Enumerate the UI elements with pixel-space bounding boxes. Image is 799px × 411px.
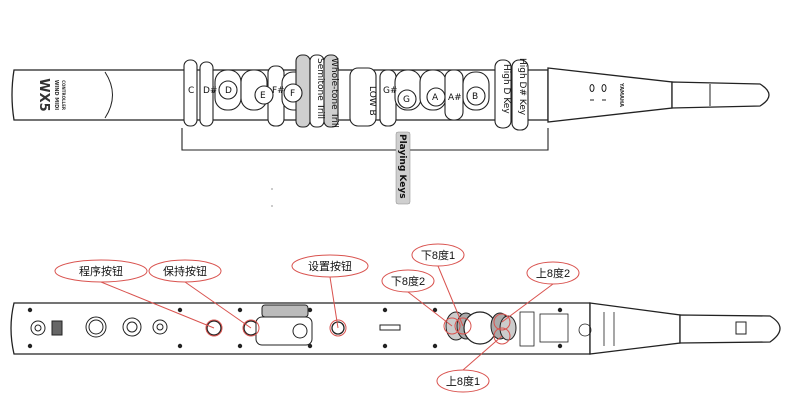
program-button-callout-leader — [100, 281, 215, 329]
octave-down-2-callout-label: 下8度2 — [391, 274, 425, 288]
octave-up-1-callout-balloon — [436, 369, 490, 393]
bottom-instrument — [10, 302, 781, 355]
octave-down-1-callout-target-ring — [454, 317, 472, 335]
octave-up-1-callout-leader — [462, 335, 503, 371]
brand-text: WX5 — [36, 78, 51, 111]
key-e-label: E — [260, 91, 266, 101]
program-button-callout: 程序按钮 — [54, 259, 223, 337]
hold-button-callout: 保持按钮 — [148, 259, 260, 337]
high-d-key-label: High D Key — [501, 64, 511, 114]
octave-down-2-callout-balloon — [381, 269, 435, 293]
octave-up-2-callout-balloon — [526, 261, 580, 285]
program-button-callout-target-ring — [205, 319, 223, 337]
hold-button-callout-balloon — [148, 259, 222, 283]
octave-up-2-callout-leader — [501, 283, 554, 323]
hold-button-callout-target-ring — [242, 319, 260, 337]
octave-up-1-callout-label: 上8度1 — [446, 374, 480, 388]
key-g-label: G — [403, 95, 410, 105]
yamaha-text: YAMAHA — [618, 82, 624, 107]
program-button-callout-balloon — [54, 259, 148, 283]
slider-cover — [261, 304, 309, 318]
yamaha-logo: YAMAHA — [618, 82, 624, 107]
octave-down-1-callout: 下8度1 — [411, 243, 472, 335]
octave-up-1-callout: 上8度1 — [436, 327, 511, 393]
bottom-mouthpiece — [679, 314, 781, 344]
setup-button-callout-target-ring — [329, 319, 347, 337]
octave-down-1-callout-balloon — [411, 243, 465, 267]
playing-keys-bracket — [181, 128, 549, 151]
key-d-label: D — [225, 86, 232, 96]
low-b-label: LOW B — [367, 86, 377, 116]
setup-button-callout-leader — [329, 276, 339, 329]
key-c-label: C — [188, 86, 194, 96]
top-mouthpiece — [671, 81, 770, 109]
hold-button-callout-leader — [184, 281, 252, 329]
octave-up-2-callout-label: 上8度2 — [536, 266, 570, 280]
brand-sub-text: WIND MIDI — [53, 80, 59, 110]
octave-up-2-callout: 上8度2 — [493, 261, 580, 331]
key-gsharp-label: G# — [383, 86, 398, 96]
octave-down-1-callout-leader — [437, 265, 464, 327]
octave-down-1-callout-label: 下8度1 — [421, 248, 455, 262]
playing-keys-label: Playing Keys — [397, 134, 407, 199]
setup-button-callout-balloon — [291, 254, 369, 278]
setup-button-callout-label: 设置按钮 — [308, 259, 352, 273]
setup-button-callout: 设置按钮 — [291, 254, 369, 337]
key-a-label: A — [432, 93, 439, 103]
key-fsharp-label: F# — [272, 86, 285, 96]
bottom-taper — [589, 302, 681, 355]
octave-keys[interactable] — [445, 311, 517, 345]
program-button-callout-label: 程序按钮 — [79, 264, 123, 278]
semitone-trill-label: Semitone Trill — [315, 58, 325, 119]
playing-keys-tag — [395, 131, 411, 205]
callouts: 程序按钮 保持按钮 设置按钮 下8度1 下8度2 上8度2 上8度1 — [54, 243, 580, 393]
top-instrument: WX5 WIND MIDI CONTROLLER YAMAHA — [11, 54, 770, 205]
key-f-label: F — [290, 89, 295, 99]
octave-up-1-callout-target-ring — [493, 327, 511, 345]
octave-down-2-callout: 下8度2 — [381, 269, 461, 335]
brand-logo: WX5 — [36, 78, 51, 111]
key-b-label: B — [472, 92, 478, 102]
octave-down-2-callout-leader — [407, 291, 453, 327]
brand-sub2-text: CONTROLLER — [61, 80, 66, 110]
top-taper — [547, 67, 673, 123]
high-dsharp-key-label: High D# Key — [517, 58, 527, 116]
hold-button-callout-label: 保持按钮 — [163, 264, 207, 278]
octave-up-2-callout-target-ring — [493, 313, 511, 331]
whole-tone-trill-label: Whole-tone Trill — [329, 58, 339, 128]
key-dsharp-label: D# — [203, 86, 217, 96]
key-asharp-label: A# — [448, 93, 462, 103]
octave-down-2-callout-target-ring — [443, 317, 461, 335]
